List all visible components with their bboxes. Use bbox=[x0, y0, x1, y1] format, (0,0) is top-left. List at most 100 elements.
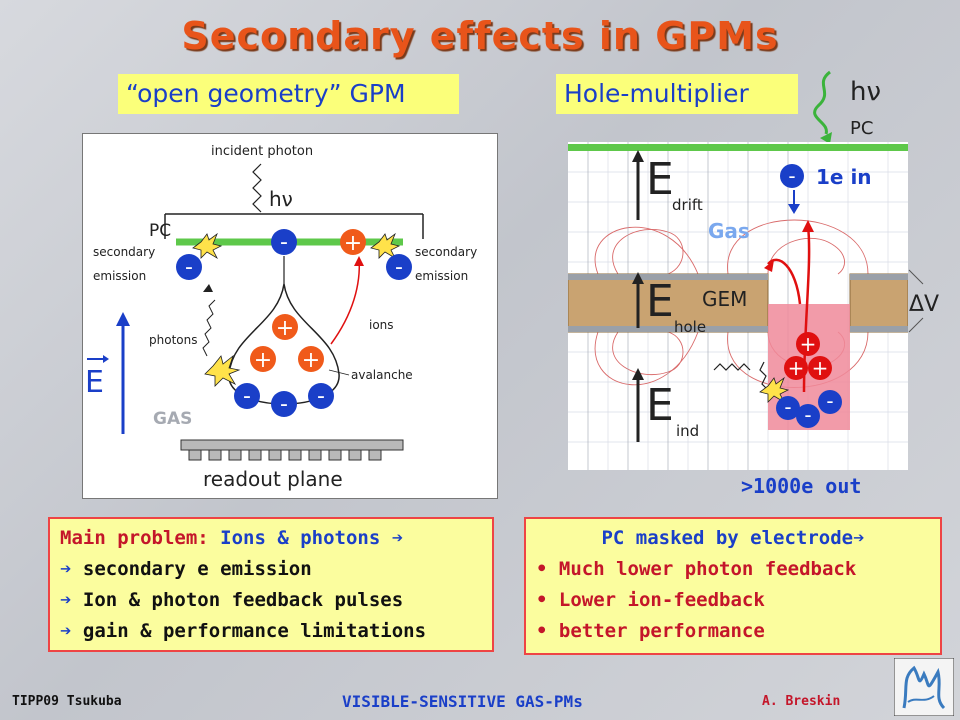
svg-text:-: - bbox=[280, 230, 288, 255]
gem-plate-right bbox=[849, 273, 909, 333]
hole-text: hole bbox=[674, 318, 706, 336]
right-info-item-2: • Lower ion-feedback bbox=[536, 589, 765, 611]
arrow-icon: ➔ bbox=[853, 527, 865, 549]
left-label: “open geometry” GPM bbox=[118, 74, 459, 114]
svg-text:-: - bbox=[243, 384, 251, 409]
electron-top-left: - bbox=[176, 254, 202, 280]
footer-right: A. Breskin bbox=[762, 694, 841, 709]
svg-text:+: + bbox=[254, 348, 272, 373]
svg-text:-: - bbox=[784, 395, 791, 419]
svg-text:-: - bbox=[280, 392, 288, 417]
sec-emission-left-1: secondary bbox=[93, 245, 155, 259]
open-geometry-diagram: incident photon hν PC secondary emission… bbox=[82, 133, 498, 499]
readout-plane bbox=[180, 439, 404, 451]
electron-cone-2: - bbox=[271, 391, 297, 417]
left-info-line-4: ➔ gain & performance limitations bbox=[60, 620, 427, 642]
left-info-line-3: ➔ Ion & photon feedback pulses bbox=[60, 589, 404, 611]
ind-text: ind bbox=[676, 422, 699, 440]
flash-hole-icon bbox=[759, 376, 790, 404]
photon-arrow-icon bbox=[820, 132, 832, 144]
ion-cone-2: + bbox=[250, 346, 276, 373]
photon-feedback-icon bbox=[713, 363, 751, 371]
electron-top-center: - bbox=[271, 229, 297, 255]
photon-feedback-wave-icon bbox=[202, 299, 216, 357]
svg-text:+: + bbox=[276, 316, 294, 341]
ion-hole-3: + bbox=[808, 356, 832, 380]
hole-multiplier-diagram: E drift Gas - 1e in E hole GEM E ind bbox=[567, 142, 909, 470]
incoming-electron: - bbox=[780, 164, 804, 188]
one-e-in-text: 1e in bbox=[816, 165, 872, 189]
footer-left: TIPP09 Tsukuba bbox=[12, 694, 122, 709]
photons-text: photons bbox=[149, 333, 197, 347]
ion-top-right: + bbox=[340, 229, 366, 256]
flash-avalanche-icon bbox=[204, 354, 241, 387]
incident-photon-wave-icon bbox=[252, 163, 262, 213]
left-label-text: “open geometry” GPM bbox=[126, 79, 406, 108]
main-problem-label: Main problem: bbox=[60, 527, 221, 549]
svg-text:-: - bbox=[317, 384, 325, 409]
right-info-item-3: • better performance bbox=[536, 620, 765, 642]
right-info-item-1: • Much lower photon feedback bbox=[536, 558, 857, 580]
svg-text:+: + bbox=[800, 332, 817, 356]
left-info-line-1: Main problem: Ions & photons ➔ bbox=[60, 523, 492, 554]
electron-cone-3: - bbox=[308, 383, 334, 409]
electron-hole-2: - bbox=[796, 403, 820, 428]
ions-photons-text: Ions & photons bbox=[220, 527, 392, 549]
delta-v-indicator: ΔV bbox=[908, 269, 939, 333]
arrow-icon: ➔ bbox=[60, 589, 72, 611]
right-info-line-1: PC masked by electrode➔ bbox=[601, 527, 865, 549]
footer-center: VISIBLE-SENSITIVE GAS-PMs bbox=[342, 692, 583, 711]
electrons-out-text: >1000e out bbox=[741, 474, 862, 498]
left-info-box: Main problem: Ions & photons ➔ ➔ seconda… bbox=[48, 517, 494, 652]
electron-top-right: - bbox=[386, 254, 412, 280]
ion-cone-3: + bbox=[298, 346, 324, 373]
pc-text: PC bbox=[149, 221, 171, 241]
e-ind-text: E bbox=[646, 380, 674, 431]
flash-right-icon bbox=[370, 232, 401, 260]
sec-emission-left-2: emission bbox=[93, 269, 146, 283]
gas-text: GAS bbox=[153, 409, 192, 429]
sec-emission-right-2: emission bbox=[415, 269, 468, 283]
e-field-text: E bbox=[85, 365, 104, 400]
right-hv-text: hν bbox=[850, 77, 881, 107]
svg-text:-: - bbox=[804, 403, 811, 427]
arrow-icon: ➔ bbox=[60, 558, 72, 580]
bullet-icon: • bbox=[536, 558, 548, 580]
electron-hole-1: - bbox=[776, 395, 800, 420]
gem-plate-left bbox=[567, 273, 769, 333]
gas-label: Gas bbox=[708, 219, 750, 243]
ion-cone-1: + bbox=[272, 314, 298, 341]
right-pc-text: PC bbox=[850, 118, 873, 139]
arrow-icon: ➔ bbox=[60, 620, 72, 642]
readout-plane-text: readout plane bbox=[203, 467, 343, 491]
avalanche-text: avalanche bbox=[351, 368, 413, 382]
electron-cone-1: - bbox=[234, 383, 260, 409]
hole-multiplier-svg: E drift Gas - 1e in E hole GEM E ind bbox=[567, 142, 909, 470]
left-hv-text: hν bbox=[269, 187, 293, 211]
slide-title: Secondary effects in GPMs bbox=[181, 14, 779, 58]
photon-wave-icon bbox=[813, 70, 831, 135]
right-label: Hole-multiplier bbox=[556, 74, 798, 114]
right-photon-indicator: hν PC bbox=[813, 70, 881, 144]
right-label-text: Hole-multiplier bbox=[564, 79, 749, 108]
svg-text:-: - bbox=[826, 389, 833, 413]
open-geometry-svg: incident photon hν PC secondary emission… bbox=[85, 144, 477, 491]
svg-text:+: + bbox=[812, 356, 829, 380]
e-drift-text: E bbox=[646, 154, 674, 205]
e-hole-text: E bbox=[646, 276, 674, 327]
gem-text: GEM bbox=[702, 287, 747, 311]
svg-text:+: + bbox=[788, 356, 805, 380]
left-info-line-2: ➔ secondary e emission bbox=[60, 558, 312, 580]
bullet-icon: • bbox=[536, 620, 548, 642]
ion-hole-1: + bbox=[796, 332, 820, 356]
ions-arrow-icon bbox=[330, 257, 361, 345]
bullet-icon: • bbox=[536, 589, 548, 611]
flash-left-icon bbox=[192, 232, 223, 260]
svg-text:-: - bbox=[788, 164, 795, 188]
drift-text: drift bbox=[672, 196, 703, 214]
svg-text:+: + bbox=[302, 348, 320, 373]
sec-emission-right-1: secondary bbox=[415, 245, 477, 259]
institute-logo-icon bbox=[894, 658, 954, 716]
pc-electrode bbox=[568, 144, 908, 151]
svg-text:-: - bbox=[185, 255, 193, 280]
